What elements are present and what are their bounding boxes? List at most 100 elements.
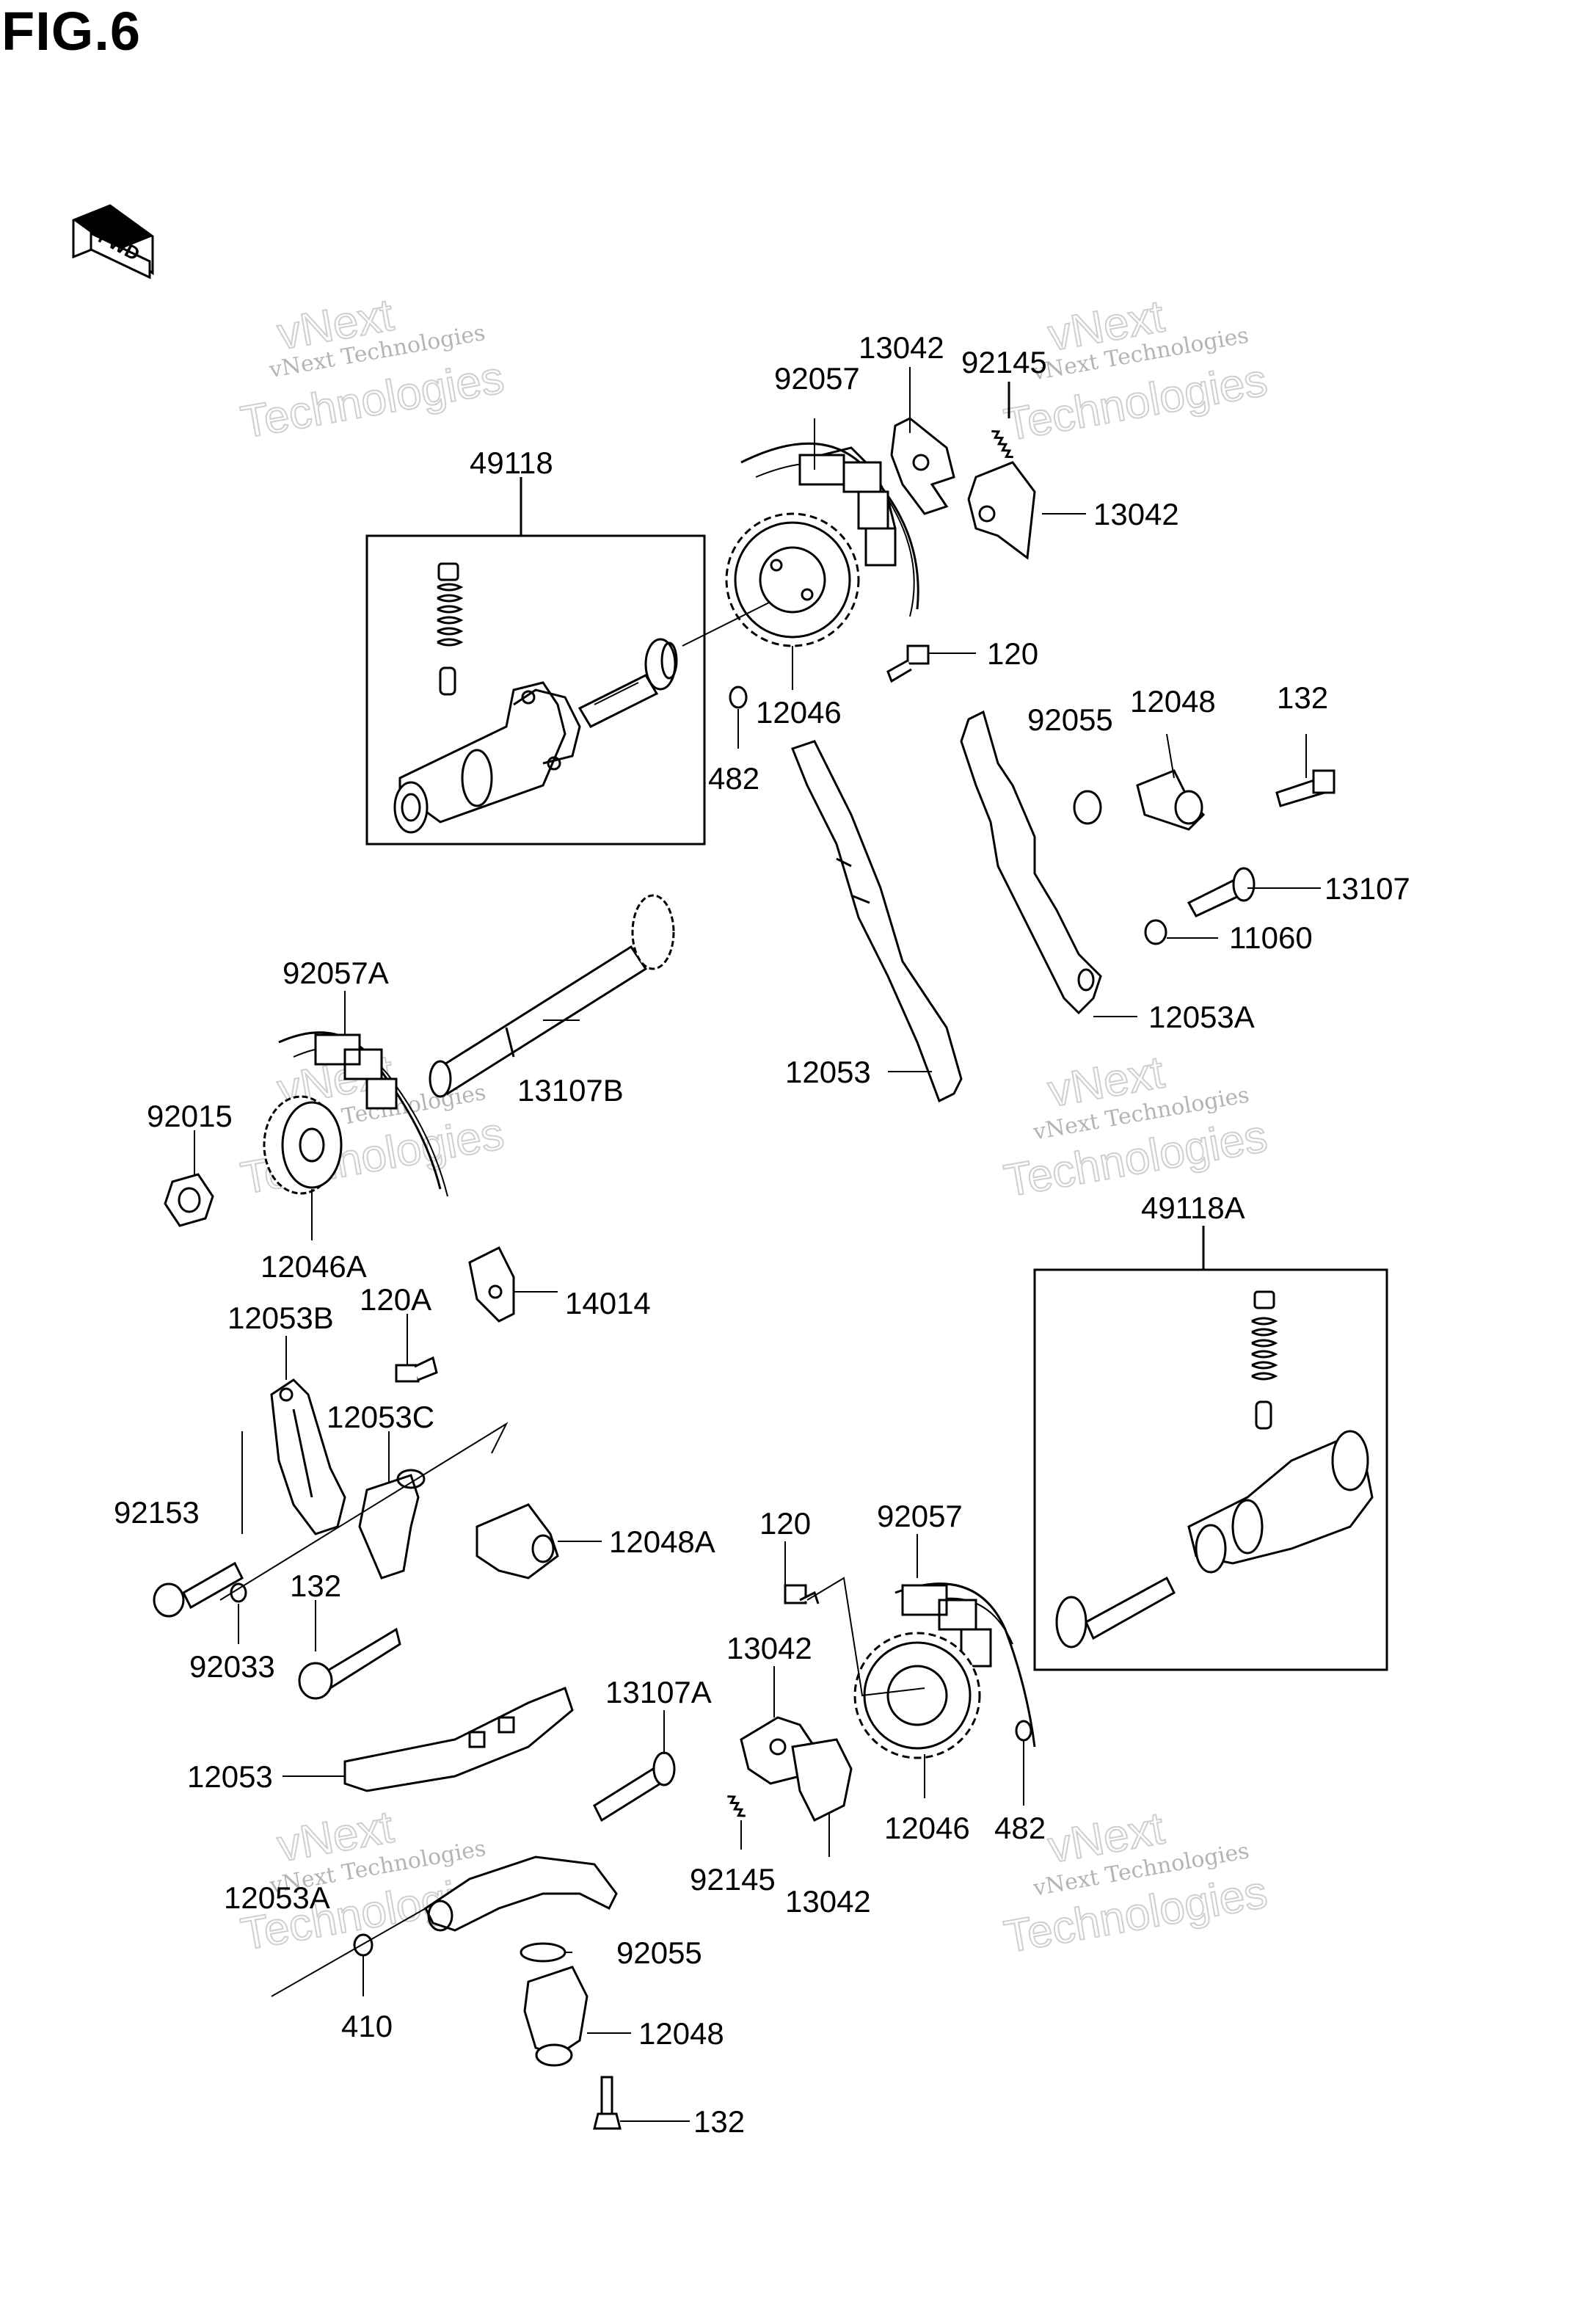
tensioner-12048-bottom [523,1966,589,2067]
label-92057-bottom: 92057 [877,1499,963,1533]
shaft-lower [1055,1576,1176,1648]
washer-11060 [1144,919,1167,945]
bolt-13107A [593,1751,676,1822]
tensioner-12048-top [1136,769,1206,831]
spring-92145-top [991,382,1013,459]
camshaft-lower [1187,1430,1374,1574]
decompressor-weight-bottom [740,1716,853,1822]
label-132-top: 132 [1277,680,1328,715]
label-12046-top: 12046 [756,695,842,730]
watermark-mid-right: vNext vNext Technologies Technologies [1000,1046,1272,1207]
chain-guide-12053-top [791,740,963,1103]
watermark-bottom-left: vNext vNext Technologies Technologies [236,1801,508,1961]
label-13042-top: 13042 [859,330,944,365]
washer-410 [353,1933,374,1957]
watermark-top-right: vNext vNext Technologies Technologies [1000,290,1272,451]
tensioner-12048A [475,1503,559,1579]
label-13042-right: 13042 [1093,497,1179,531]
label-12046-bottom: 12046 [884,1811,970,1845]
label-92145-bottom: 92145 [690,1862,776,1897]
o-ring-92055-bottom [520,1942,566,1963]
label-13042-bottom: 13042 [785,1884,871,1919]
spring-92145-bottom [727,1795,746,1817]
label-12053-top: 12053 [785,1055,871,1089]
gear-12046A [263,1095,343,1195]
bolt-92153 [153,1561,244,1618]
label-12053C: 12053C [327,1400,434,1434]
label-92015: 92015 [147,1099,233,1133]
chain-guide-12053A-top [960,710,1102,1015]
nut-92015 [164,1173,214,1227]
bolt-120-bottom [784,1584,820,1604]
label-49118: 49118 [470,446,553,480]
label-120-top: 120 [987,636,1038,671]
label-12048A: 12048A [609,1524,715,1559]
label-13042-bottom-top: 13042 [726,1631,812,1665]
label-92057-top: 92057 [774,361,860,396]
bracket-14014 [468,1246,515,1323]
label-92055-top: 92055 [1027,702,1113,737]
camshaft-assembly-box-lower [1033,1226,1388,1671]
fwd-arrow-icon: FWD [72,204,154,280]
label-13107B: 13107B [517,1073,624,1108]
decompression-spring-lower [1251,1290,1278,1430]
label-120-bottom: 120 [759,1506,811,1541]
bolt-132-bottom [593,2076,622,2130]
part-labels: 49118 92057 13042 92145 13042 120 12046 … [114,330,1410,2139]
camshaft [393,681,581,834]
guide-12053C [358,1469,426,1579]
assembly-line-sprocket [806,1577,925,1697]
cam-sprocket-lower [853,1632,981,1759]
label-11060: 11060 [1229,920,1313,955]
watermark-top-left: vNext vNext Technologies Technologies [236,289,508,449]
label-482-top: 482 [708,761,759,796]
label-12053A-top: 12053A [1148,1000,1255,1034]
label-482-bottom: 482 [994,1811,1046,1845]
chain-guide-12053A-bottom [424,1855,618,1932]
label-410: 410 [341,2009,393,2043]
decompression-spring [437,562,464,696]
shaft-13107B [429,894,675,1098]
label-12046A: 12046A [260,1249,367,1284]
decompressor-weight [890,417,1036,560]
cam-sprocket-upper [725,512,860,647]
label-92033: 92033 [189,1649,275,1684]
bolt-132-top [1275,769,1336,807]
shaft [577,638,678,728]
label-12053A-bottom: 12053A [224,1880,330,1915]
assembly-line-left [219,1422,509,1601]
o-ring-92055-top [1073,790,1102,825]
bolt-120-top [886,644,930,683]
circlip-482-top [729,686,748,709]
assembly-line-bottom [271,1908,426,1997]
label-49118A: 49118A [1141,1190,1245,1225]
bolt-120A [395,1356,438,1383]
label-13107: 13107 [1324,871,1410,906]
bolt-13107 [1187,867,1256,917]
label-12048-bottom: 12048 [638,2016,724,2051]
label-92057A: 92057A [283,956,389,990]
label-120A: 120A [360,1282,431,1317]
label-92145-top: 92145 [961,345,1047,379]
circlip-482-bottom [1015,1720,1032,1742]
camshaft-assembly-box [365,477,706,846]
chain-guide-12053B [270,1378,346,1535]
label-12053B: 12053B [227,1301,334,1335]
label-132-mid: 132 [290,1568,341,1603]
label-13107A: 13107A [605,1675,712,1709]
label-132-bottom: 132 [693,2104,745,2139]
label-12053-bottom: 12053 [187,1759,273,1794]
label-92055-bottom: 92055 [616,1935,702,1970]
label-92153: 92153 [114,1495,200,1530]
chain-lower [894,1582,1036,1748]
figure-title: FIG.6 [1,1,142,62]
chain-middle [278,1031,448,1197]
axis-line [682,601,771,647]
leader-lines [194,367,1321,2122]
chain-upper [740,442,919,617]
label-14014: 14014 [565,1286,651,1320]
label-12048-top: 12048 [1130,684,1216,719]
chain-guide-12053-bottom [343,1687,574,1792]
bolt-132-mid [298,1627,401,1700]
